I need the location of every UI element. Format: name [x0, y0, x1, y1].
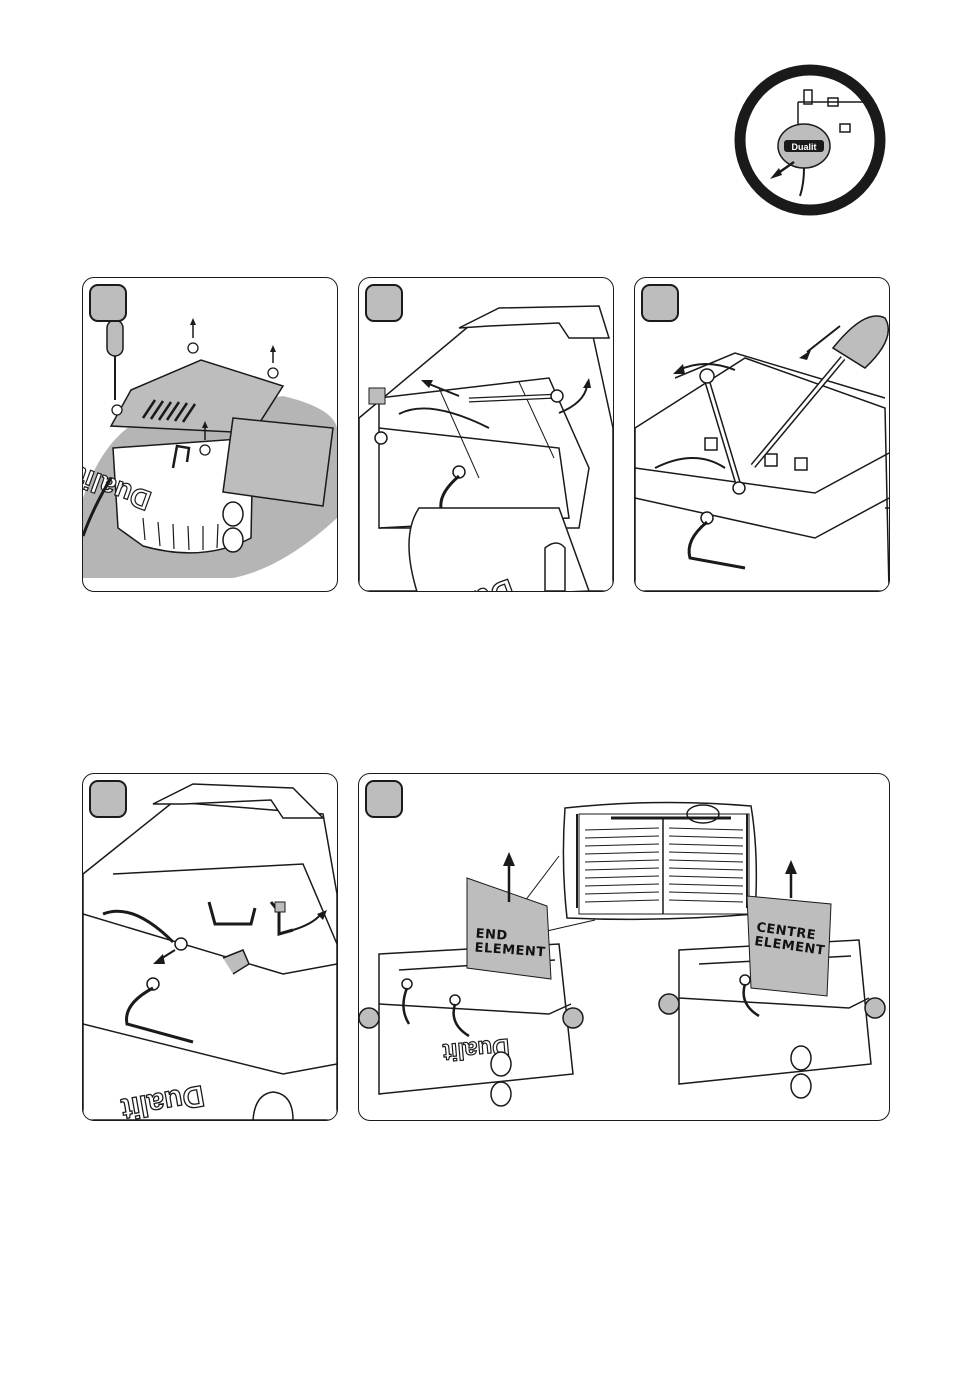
step-panel-4: Dualit	[82, 773, 338, 1121]
step-number-badge	[89, 780, 127, 818]
unplug-icon: Dualit	[734, 64, 886, 216]
step-number-badge	[365, 780, 403, 818]
step-panel-3	[634, 277, 890, 592]
remove-clips-illustration: Dualit	[83, 774, 337, 1120]
disconnect-element-illustration: Dualit	[359, 278, 613, 591]
step-number-badge	[641, 284, 679, 322]
plug-brand-text: Dualit	[791, 142, 816, 152]
loosen-terminal-illustration	[635, 278, 889, 591]
step-number-badge	[365, 284, 403, 322]
step-panel-1: Dualit	[82, 277, 338, 592]
remove-crumb-tray-illustration: Dualit	[83, 278, 337, 591]
step-number-badge	[89, 284, 127, 322]
step-panel-5: Dualit END ELEMENT CENTRE ELEMENT	[358, 773, 890, 1121]
end-element-label: END ELEMENT	[474, 928, 547, 961]
step-panel-2: Dualit	[358, 277, 614, 592]
